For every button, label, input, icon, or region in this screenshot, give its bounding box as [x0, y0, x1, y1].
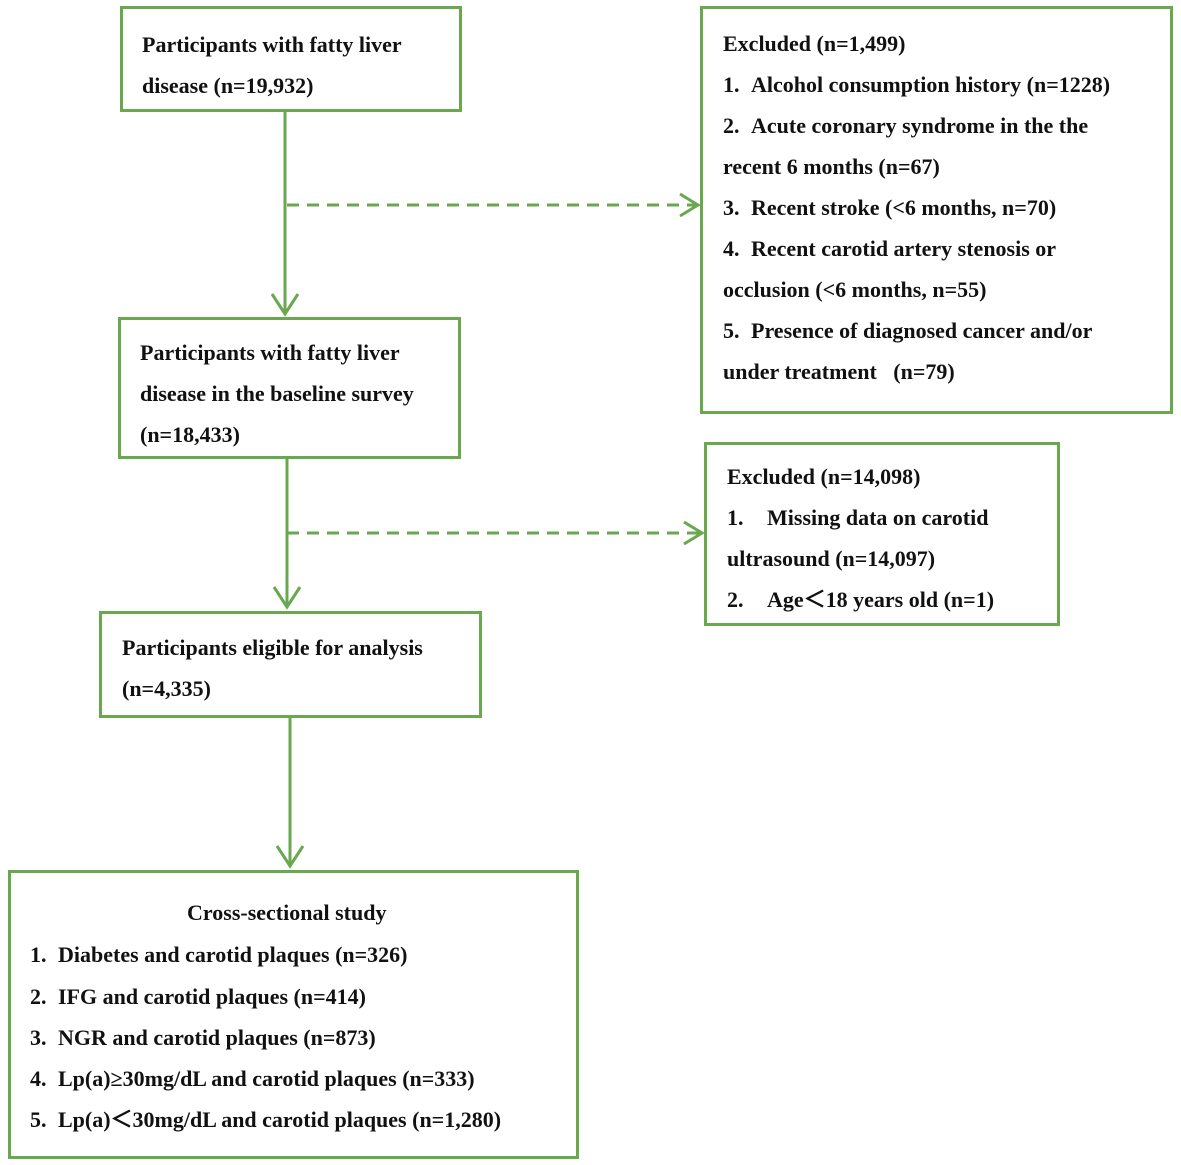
- cross-sectional-title: Cross-sectional study: [187, 900, 387, 925]
- exclusion2-item: ultrasound (n=14,097): [727, 538, 1057, 579]
- exclusion1-item-text: Acute coronary syndrome in the the: [751, 113, 1089, 138]
- cross-sectional-item-num: 1.: [30, 942, 47, 967]
- arrowhead-baseline-to-eligible: [272, 586, 302, 610]
- baseline-line-1: Participants with fatty liver: [140, 340, 400, 365]
- cross-sectional-item-text: Lp(a)＜30mg/dL and carotid plaques (n=1,2…: [58, 1107, 502, 1132]
- initial-line-1: Participants with fatty liver: [142, 32, 402, 57]
- box-exclusion-1: Excluded (n=1,499) 1. Alcohol consumption…: [700, 6, 1173, 414]
- exclusion2-item: 2. Age＜18 years old (n=1): [727, 579, 1057, 620]
- exclusion2-item-num: 2.: [727, 587, 744, 612]
- exclusion1-item-text: occlusion (<6 months, n=55): [723, 277, 987, 302]
- cross-sectional-item: 4. Lp(a)≥30mg/dL and carotid plaques (n=3…: [30, 1058, 576, 1099]
- exclusion1-item-text: under treatment (n=79): [723, 359, 955, 384]
- exclusion1-item-num: 2.: [723, 113, 740, 138]
- baseline-line-2: disease in the baseline survey: [140, 381, 414, 406]
- exclusion1-item: 5. Presence of diagnosed cancer and/or: [723, 310, 1170, 351]
- eligible-line-1: Participants eligible for analysis: [122, 635, 423, 660]
- cross-sectional-item: 2. IFG and carotid plaques (n=414): [30, 976, 576, 1017]
- exclusion2-item-text: ultrasound (n=14,097): [727, 546, 936, 571]
- cross-sectional-item-text: Lp(a)≥30mg/dL and carotid plaques (n=333…: [58, 1066, 475, 1091]
- exclusion1-item: 4. Recent carotid artery stenosis or: [723, 228, 1170, 269]
- arrowhead-to-exclusion1: [679, 192, 701, 218]
- cross-sectional-item: 5. Lp(a)＜30mg/dL and carotid plaques (n=1…: [30, 1099, 576, 1140]
- exclusion2-title: Excluded (n=14,098): [727, 464, 921, 489]
- exclusion1-title: Excluded (n=1,499): [723, 31, 906, 56]
- cross-sectional-item: 1. Diabetes and carotid plaques (n=326): [30, 933, 576, 976]
- exclusion1-item: under treatment (n=79): [723, 351, 1170, 392]
- cross-sectional-item-text: Diabetes and carotid plaques (n=326): [58, 942, 408, 967]
- exclusion1-item-text: recent 6 months (n=67): [723, 154, 940, 179]
- exclusion2-item-text: Age＜18 years old (n=1): [767, 587, 995, 612]
- exclusion1-item-num: 5.: [723, 318, 740, 343]
- box-exclusion-2: Excluded (n=14,098) 1. Missing data on ca…: [704, 442, 1060, 626]
- box-eligible-for-analysis: Participants eligible for analysis (n=4,…: [99, 611, 482, 718]
- exclusion1-item-text: Alcohol consumption history (n=1228): [751, 72, 1111, 97]
- exclusion1-item: occlusion (<6 months, n=55): [723, 269, 1170, 310]
- exclusion2-item-text: Missing data on carotid: [767, 505, 989, 530]
- exclusion1-item: 2. Acute coronary syndrome in the the: [723, 105, 1170, 146]
- exclusion1-item: 3. Recent stroke (<6 months, n=70): [723, 187, 1170, 228]
- box-baseline-survey: Participants with fatty liver disease in…: [118, 317, 461, 459]
- exclusion1-item-text: Presence of diagnosed cancer and/or: [751, 318, 1093, 343]
- arrowhead-to-exclusion2: [683, 520, 705, 546]
- cross-sectional-item-text: NGR and carotid plaques (n=873): [58, 1025, 376, 1050]
- exclusion1-item: recent 6 months (n=67): [723, 146, 1170, 187]
- exclusion1-item-num: 1.: [723, 72, 740, 97]
- cross-sectional-item: 3. NGR and carotid plaques (n=873): [30, 1017, 576, 1058]
- arrowhead-initial-to-baseline: [270, 293, 300, 317]
- exclusion2-item-num: 1.: [727, 505, 744, 530]
- exclusion1-item-text: Recent carotid artery stenosis or: [751, 236, 1057, 261]
- initial-line-2: disease (n=19,932): [142, 73, 314, 98]
- cross-sectional-item-text: IFG and carotid plaques (n=414): [58, 984, 366, 1009]
- exclusion2-item: 1. Missing data on carotid: [727, 497, 1057, 538]
- cross-sectional-item-num: 5.: [30, 1107, 47, 1132]
- box-cross-sectional-study: Cross-sectional study 1. Diabetes and car…: [8, 870, 579, 1159]
- cross-sectional-item-num: 4.: [30, 1066, 47, 1091]
- box-initial-participants: Participants with fatty liver disease (n…: [120, 6, 462, 112]
- eligible-line-2: (n=4,335): [122, 676, 211, 701]
- cross-sectional-item-num: 2.: [30, 984, 47, 1009]
- exclusion1-item-num: 3.: [723, 195, 740, 220]
- baseline-line-3: (n=18,433): [140, 422, 240, 447]
- exclusion1-item-text: Recent stroke (<6 months, n=70): [751, 195, 1057, 220]
- exclusion1-item-num: 4.: [723, 236, 740, 261]
- arrowhead-eligible-to-cross-sectional: [275, 845, 305, 869]
- cross-sectional-item-num: 3.: [30, 1025, 47, 1050]
- exclusion1-item: 1. Alcohol consumption history (n=1228): [723, 64, 1170, 105]
